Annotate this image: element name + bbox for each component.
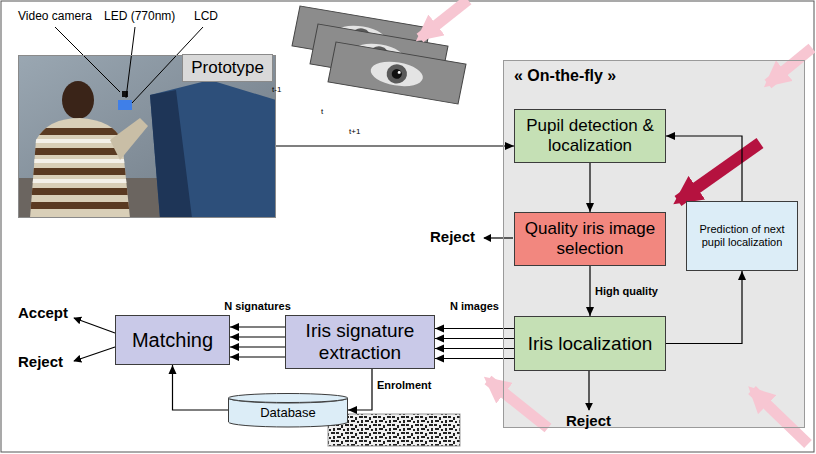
- process-box: Iris signature extraction: [285, 315, 435, 369]
- circle-shape: [397, 71, 401, 74]
- reject-accept-arrows: [74, 238, 589, 410]
- annotation-label: LCD: [194, 10, 218, 23]
- line-shape: [126, 27, 135, 98]
- flow-connector: [586, 266, 594, 316]
- node-text: Iris signature extraction: [290, 320, 430, 364]
- connector-line: [348, 369, 372, 410]
- rect-shape: [18, 55, 276, 218]
- node-text: Database: [260, 406, 316, 421]
- rect-shape: [20, 168, 140, 175]
- panel-title: « On-the-fly »: [514, 67, 616, 85]
- path-shape: [110, 118, 148, 160]
- arrow-head: [586, 307, 594, 316]
- g-shape: [328, 42, 466, 104]
- node-text: Quality iris image selection: [519, 219, 661, 258]
- arrow-head: [505, 142, 514, 150]
- arrow-head: [666, 132, 675, 140]
- flow-connector: [348, 369, 372, 414]
- prototype-photo: Prototype: [18, 55, 276, 218]
- circle-shape: [385, 63, 409, 85]
- line-shape: [74, 347, 115, 361]
- database-cylinder: Database: [228, 393, 348, 427]
- photo-caption: Prototype: [182, 54, 273, 82]
- line-shape: [420, 0, 468, 38]
- flow-connector: [666, 271, 746, 344]
- flow-connector: [586, 163, 594, 212]
- line-shape: [678, 143, 760, 201]
- process-box: Pupil detection & localization: [514, 109, 666, 163]
- flow-connector: [276, 142, 514, 150]
- line-shape: [55, 27, 120, 92]
- panel-fill: [503, 60, 805, 428]
- line-shape: [588, 370, 589, 410]
- connector-line: [666, 271, 742, 344]
- rect-shape: [20, 179, 140, 183]
- line-shape: [484, 237, 513, 238]
- rect-shape: [20, 202, 140, 209]
- process-box: Matching: [115, 315, 230, 365]
- arrow-head: [586, 203, 594, 212]
- connector-line: [666, 136, 742, 201]
- prototype-photo-picture: [18, 55, 276, 218]
- line-shape: [752, 390, 808, 444]
- flow-connector: [666, 132, 742, 201]
- annotation-label: t+1: [349, 128, 360, 137]
- line-shape: [488, 380, 548, 428]
- flow-connector: [169, 365, 229, 410]
- line-shape: [74, 318, 115, 333]
- polygon-shape: [150, 80, 276, 218]
- polygon-shape: [150, 90, 192, 218]
- edge-label: N signatures: [224, 300, 291, 312]
- circle-shape: [391, 68, 403, 79]
- camera-leader-lines: [55, 27, 203, 103]
- connector-line: [173, 365, 229, 410]
- arrow-head: [169, 365, 177, 374]
- ellipse-shape: [62, 81, 94, 119]
- annotation-label: Accept: [18, 305, 68, 322]
- rect-shape: [20, 188, 140, 195]
- edge-label: High quality: [595, 285, 658, 297]
- annotation-label: Reject: [566, 413, 611, 430]
- edge-label: N images: [450, 300, 499, 312]
- panel-ground: [503, 60, 805, 428]
- arrow-head: [348, 406, 357, 414]
- annotation-label: Reject: [18, 354, 63, 371]
- flow-connector: [230, 323, 285, 361]
- rect-shape: [328, 42, 466, 104]
- node-text: Matching: [132, 329, 213, 352]
- edge-label: Enrolment: [377, 379, 431, 391]
- node-text: Iris localization: [528, 333, 653, 355]
- node-text: Pupil detection & localization: [519, 116, 661, 155]
- process-box: Prediction of next pupil localization: [686, 201, 798, 271]
- rect-shape: [118, 100, 132, 110]
- rect-shape: [20, 159, 140, 163]
- process-box: Quality iris image selection: [514, 212, 666, 266]
- arrow-head: [435, 325, 444, 363]
- annotation-label: t: [321, 108, 323, 117]
- on-the-fly-panel: « On-the-fly » Pupil detection & localiza…: [503, 60, 805, 428]
- highlight-arrows: [420, 0, 812, 444]
- ellipse-shape: [369, 58, 426, 90]
- arrow-head: [230, 323, 239, 361]
- line-shape: [768, 48, 812, 84]
- connector-line: [230, 327, 285, 357]
- annotation-label: LED (770nm): [104, 10, 175, 23]
- connector-line: [276, 145, 514, 146]
- annotation-label: Reject: [430, 229, 475, 246]
- process-box: Iris localization: [514, 316, 666, 371]
- arrow-head: [738, 271, 746, 280]
- cylinder-top: [229, 394, 348, 403]
- annotation-label: t-1: [272, 86, 281, 95]
- node-text: Prediction of next pupil localization: [691, 223, 793, 248]
- annotation-label: Video camera: [18, 10, 92, 23]
